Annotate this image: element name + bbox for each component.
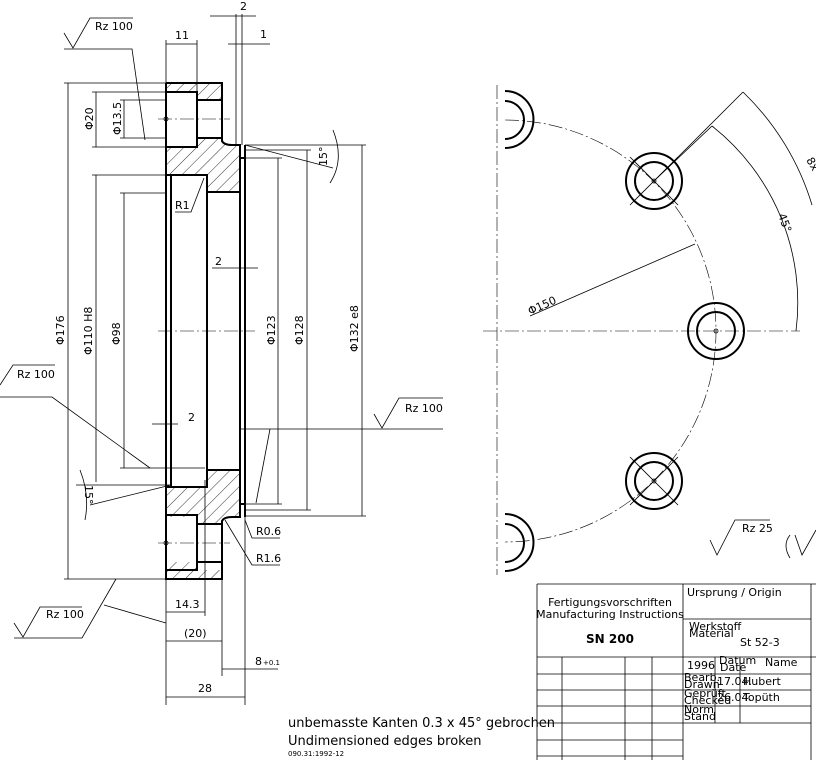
svg-text:Rz 100: Rz 100 — [17, 368, 55, 381]
svg-text:Topüth: Topüth — [742, 691, 780, 704]
svg-text:Hubert: Hubert — [743, 675, 782, 688]
svg-text:Stand: Stand — [684, 710, 716, 723]
svg-text:Rz 100: Rz 100 — [95, 20, 133, 33]
name-header: Name — [765, 656, 798, 669]
angle-45-label: 45° — [775, 212, 794, 235]
svg-text:Rz 100: Rz 100 — [405, 402, 443, 415]
instructions-en: Manufacturing Instructions — [536, 608, 684, 621]
title-row-checked: Geprüft Checked 26.04. Topüth — [684, 687, 780, 707]
year: 1996 — [687, 659, 715, 672]
dimension-lines — [64, 14, 366, 705]
title-row-drawn: Bearb. Drawn 17.04. Hubert — [684, 671, 782, 691]
dim-dia-98: Φ98 — [110, 322, 123, 345]
title-block: Fertigungsvorschriften Manufacturing Ins… — [536, 583, 816, 760]
dim-28: 28 — [198, 682, 212, 695]
dim-angle-top: 15° — [317, 147, 330, 167]
dim-width-11: 11 — [175, 29, 189, 42]
date-header-de: Datum — [719, 654, 756, 667]
document-number: SN 200 — [586, 632, 634, 646]
title-row-standard: Norm Stand — [684, 703, 716, 723]
dimension-text: 2 1 11 Φ20 Φ13.5 Φ176 Φ110 H8 Φ98 Φ123 Φ… — [54, 0, 361, 695]
roughness-symbol-bottom-left: Rz 100 — [13, 578, 167, 639]
front-view: Φ150 45° 8x Rz 25 — [483, 85, 816, 575]
general-notes: unbemasste Kanten 0.3 x 45° gebrochen Un… — [288, 716, 555, 758]
section-view: 2 1 11 Φ20 Φ13.5 Φ176 Φ110 H8 Φ98 Φ123 Φ… — [0, 0, 443, 705]
svg-text:26.04.: 26.04. — [717, 691, 752, 704]
radius-r1: R1 — [175, 199, 190, 212]
bolt-holes — [504, 90, 745, 572]
dim-dia-176: Φ176 — [54, 315, 67, 345]
note-standard: 090.31:1992-12 — [288, 750, 344, 758]
material-label-de: Werkstoff — [689, 620, 742, 633]
note-line-de: unbemasste Kanten 0.3 x 45° gebrochen — [288, 716, 555, 731]
dim-angle-bottom: 15° — [82, 485, 95, 505]
dim-20: (20) — [184, 627, 207, 640]
radius-r0-6: R0.6 — [256, 525, 281, 538]
dim-dia-13-5: Φ13.5 — [111, 102, 124, 135]
date-header-en: Date — [720, 661, 747, 674]
svg-text:Norm: Norm — [684, 703, 714, 716]
section-hatching — [166, 83, 240, 579]
material-label-en: Material — [689, 627, 734, 640]
dim-top-1: 1 — [260, 28, 267, 41]
svg-text:Bearb.: Bearb. — [684, 671, 720, 684]
roughness-symbol-mid-left: Rz 100 — [0, 364, 151, 469]
dim-14-3: 14.3 — [175, 598, 200, 611]
svg-text:Drawn: Drawn — [684, 678, 720, 691]
general-roughness-symbol: Rz 25 — [709, 519, 816, 559]
dim-dia-110: Φ110 H8 — [82, 307, 95, 355]
dim-dia-123: Φ123 — [265, 315, 278, 345]
svg-text:Checked: Checked — [684, 694, 731, 707]
center-lines — [158, 116, 255, 546]
material-value: St 52-3 — [740, 636, 780, 649]
dim-top-2: 2 — [240, 0, 247, 13]
instructions-de: Fertigungsvorschriften — [548, 596, 672, 609]
svg-text:Rz 25: Rz 25 — [742, 522, 773, 535]
dim-dia-132: Φ132 e8 — [348, 305, 361, 352]
svg-text:17.04.: 17.04. — [717, 675, 752, 688]
dim-dia-128: Φ128 — [293, 315, 306, 345]
roughness-symbol-top: Rz 100 — [63, 17, 146, 141]
pcd-label: Φ150 — [526, 294, 558, 318]
note-line-en: Undimensioned edges broken — [288, 734, 481, 749]
dim-dia-20: Φ20 — [83, 107, 96, 130]
dim-mid-2: 2 — [215, 255, 222, 268]
svg-text:Rz 100: Rz 100 — [46, 608, 84, 621]
dim-low-2: 2 — [188, 411, 195, 424]
hole-center-marks — [529, 91, 813, 506]
radius-r1-6: R1.6 — [256, 552, 281, 565]
roughness-symbol-right: Rz 100 — [240, 397, 443, 504]
origin-label: Ursprung / Origin — [687, 586, 782, 599]
dim-8: 8+0.1 — [255, 655, 280, 668]
holes-count-label: 8x — [803, 155, 816, 174]
svg-text:Geprüft: Geprüft — [684, 687, 726, 700]
